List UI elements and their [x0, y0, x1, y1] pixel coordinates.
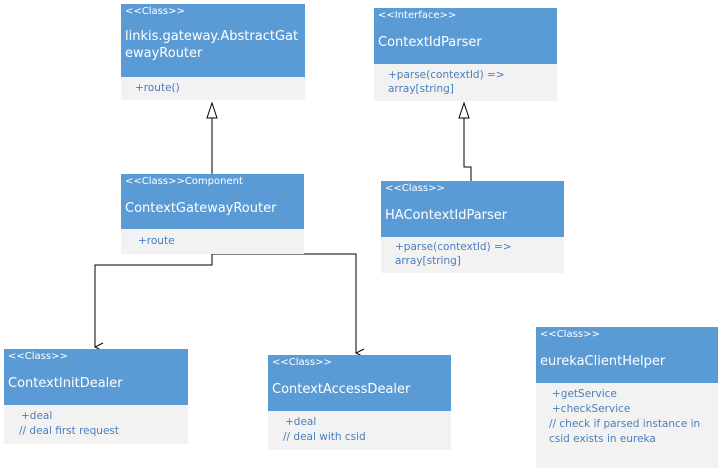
class-stereotype: <<Class>>: [272, 357, 332, 368]
class-members: +deal // deal with csid: [268, 411, 451, 450]
member-route: +route(): [135, 82, 180, 94]
inheritance-edge-ha-parser: [458, 101, 472, 181]
association-edge-init-dealer: [95, 254, 213, 347]
member-comment-cont: csid exists in eureka: [549, 433, 656, 445]
class-header: <<Class>> linkis.gateway.AbstractGat ewa…: [121, 4, 305, 77]
class-members: +deal // deal first request: [4, 405, 188, 444]
interface-context-id-parser: <<Interface>> ContextIdParser +parse(con…: [374, 8, 557, 101]
member-parse-return: array[string]: [388, 83, 454, 95]
class-name: ContextIdParser: [378, 35, 482, 50]
class-header: <<Interface>> ContextIdParser: [374, 8, 557, 64]
member-check-service: +checkService: [552, 403, 631, 415]
class-name: eurekaClientHelper: [540, 354, 666, 369]
class-header: <<Class>> ContextInitDealer: [4, 349, 188, 405]
class-name: HAContextIdParser: [385, 208, 508, 223]
class-ha-context-id-parser: <<Class>> HAContextIdParser +parse(conte…: [381, 181, 564, 273]
member-comment: // deal with csid: [283, 431, 366, 443]
class-members: +getService +checkService // check if pa…: [536, 383, 718, 468]
member-get-service: +getService: [552, 388, 617, 400]
member-parse: +parse(contextId) =>: [388, 69, 505, 81]
class-stereotype: <<Class>>: [540, 329, 600, 340]
class-header: <<Class>> HAContextIdParser: [381, 181, 564, 237]
class-members: +parse(contextId) => array[string]: [381, 237, 564, 273]
member-parse: +parse(contextId) =>: [395, 241, 512, 253]
member-parse-return: array[string]: [395, 255, 461, 267]
class-name: ContextAccessDealer: [272, 382, 411, 397]
member-comment: // deal first request: [19, 425, 119, 437]
class-name: ContextInitDealer: [8, 376, 123, 391]
class-abstract-gateway-router: <<Class>> linkis.gateway.AbstractGat ewa…: [121, 4, 305, 100]
class-stereotype: <<Interface>>: [378, 10, 457, 21]
class-header: <<Class>>Component ContextGatewayRouter: [121, 174, 304, 229]
class-members: +parse(contextId) => array[string]: [374, 64, 557, 101]
member-route: +route: [138, 235, 175, 247]
class-stereotype: <<Class>>: [385, 183, 445, 194]
class-stereotype: <<Class>>Component: [125, 176, 243, 187]
member-comment: // check if parsed instance in: [549, 418, 701, 430]
class-members: +route: [121, 229, 304, 254]
inheritance-edge-gateway-router: [206, 101, 218, 174]
class-context-gateway-router: <<Class>>Component ContextGatewayRouter …: [121, 174, 304, 254]
member-deal: +deal: [21, 410, 53, 422]
class-context-access-dealer: <<Class>> ContextAccessDealer +deal // d…: [268, 355, 451, 450]
class-context-init-dealer: <<Class>> ContextInitDealer +deal // dea…: [4, 349, 188, 444]
hollow-triangle-arrowhead: [206, 101, 218, 119]
class-stereotype: <<Class>>: [125, 6, 185, 17]
hollow-triangle-arrowhead: [458, 101, 470, 119]
class-name: ContextGatewayRouter: [125, 201, 277, 216]
class-header: <<Class>> eurekaClientHelper: [536, 327, 718, 383]
class-eureka-client-helper: <<Class>> eurekaClientHelper +getService…: [536, 327, 718, 468]
class-name: linkis.gateway.AbstractGat ewayRouter: [125, 29, 299, 61]
member-deal: +deal: [285, 416, 317, 428]
class-header: <<Class>> ContextAccessDealer: [268, 355, 451, 411]
class-stereotype: <<Class>>: [8, 351, 68, 362]
class-members: +route(): [121, 77, 305, 100]
association-edge-access-dealer: [212, 253, 356, 353]
